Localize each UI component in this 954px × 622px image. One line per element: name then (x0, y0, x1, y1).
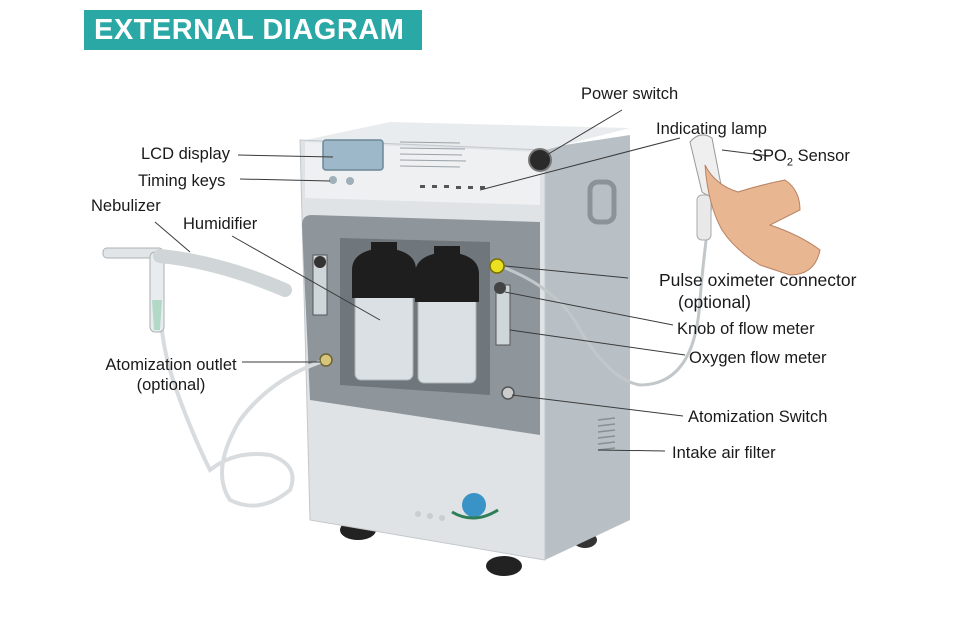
label-oxygen-flow-meter: Oxygen flow meter (689, 349, 827, 367)
label-power-switch: Power switch (581, 85, 679, 103)
humidifier-bottle-left (352, 242, 416, 381)
label-pulse-oximeter-connector: Pulse oximeter connector (659, 270, 857, 290)
flow-meter-knob (494, 282, 506, 294)
device-top (305, 122, 630, 150)
left-flow-meter (312, 254, 328, 316)
nebulizer-device (102, 247, 292, 333)
brand-logo-swoosh (451, 508, 499, 520)
base-indicator-dots (415, 511, 445, 521)
label-intake-air-filter: Intake air filter (672, 444, 776, 462)
hand (704, 164, 821, 276)
humidifier-bottle-right (415, 246, 479, 384)
label-timing-keys: Timing keys (138, 172, 226, 190)
timing-key-1 (329, 176, 337, 184)
label-nebulizer: Nebulizer (91, 197, 161, 215)
spo2-cable (504, 199, 714, 387)
left-flow-knob (314, 256, 326, 268)
side-handle (587, 179, 617, 225)
atomization-outlet-port (319, 353, 333, 367)
spo2-rest-text: Sensor (792, 147, 850, 165)
indicator-row (420, 185, 485, 189)
panel-instructions (399, 141, 467, 168)
pulse-oximeter-port (489, 258, 505, 274)
spo2-main-text: SPO (752, 147, 787, 165)
label-atomization-switch: Atomization Switch (688, 408, 828, 426)
label-pulse-oximeter-optional: (optional) (678, 292, 751, 312)
label-lcd-display: LCD display (141, 145, 230, 163)
label-atomization-outlet: Atomization outlet (105, 356, 237, 374)
nebulizer-tube (160, 329, 321, 508)
label-knob-of-flow-meter: Knob of flow meter (677, 320, 815, 338)
label-atomization-outlet-optional: (optional) (136, 376, 206, 394)
diagram-title: EXTERNAL DIAGRAM (84, 10, 422, 50)
power-switch-knob (528, 148, 552, 172)
lcd-screen (322, 139, 384, 171)
label-indicating-lamp: Indicating lamp (656, 120, 767, 138)
front-right-wheel (486, 556, 522, 576)
leader-lines (154, 109, 771, 452)
label-spo2-sensor: SPO2 Sensor (752, 146, 850, 169)
spo2-subscript: 2 (786, 156, 793, 169)
device-side-panel (545, 135, 630, 560)
timing-key-2 (346, 177, 354, 185)
spo2-cable-strain (696, 194, 712, 241)
label-humidifier: Humidifier (183, 215, 258, 233)
right-flow-meter (495, 284, 511, 346)
brand-logo (462, 493, 486, 517)
atomization-switch-button (501, 386, 515, 400)
